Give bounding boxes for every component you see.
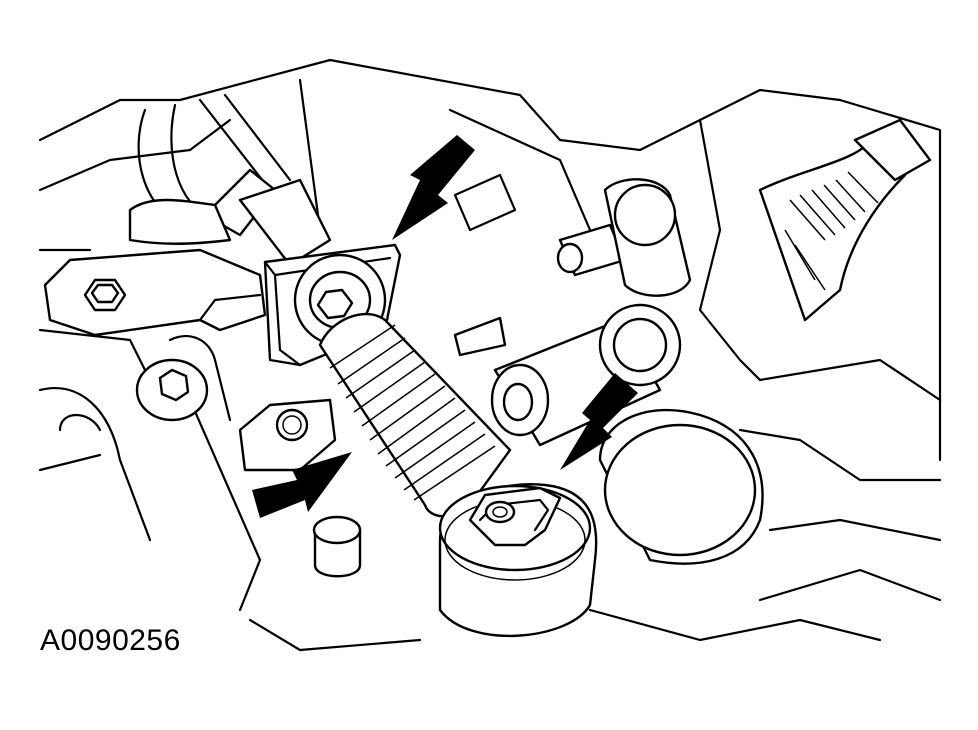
- figure-id-label: A0090256: [40, 624, 181, 657]
- ball-socket-clip: [438, 483, 598, 638]
- left-bracket: [43, 248, 267, 337]
- arrow-left: [252, 452, 352, 518]
- threaded-boss: [238, 398, 337, 472]
- shift-lever: [453, 303, 682, 447]
- round-housing: [598, 408, 764, 565]
- hex-fastener: [135, 358, 209, 422]
- arrow-top: [392, 135, 475, 240]
- upper-cable: [128, 168, 332, 267]
- arrow-right: [560, 373, 638, 470]
- small-cylinder: [312, 515, 362, 578]
- upper-pivot-pin: [556, 178, 692, 297]
- corrugated-hose: [758, 118, 932, 322]
- callout-arrows: [252, 135, 638, 518]
- rubber-boot: [318, 312, 512, 518]
- background-housing: [38, 58, 942, 652]
